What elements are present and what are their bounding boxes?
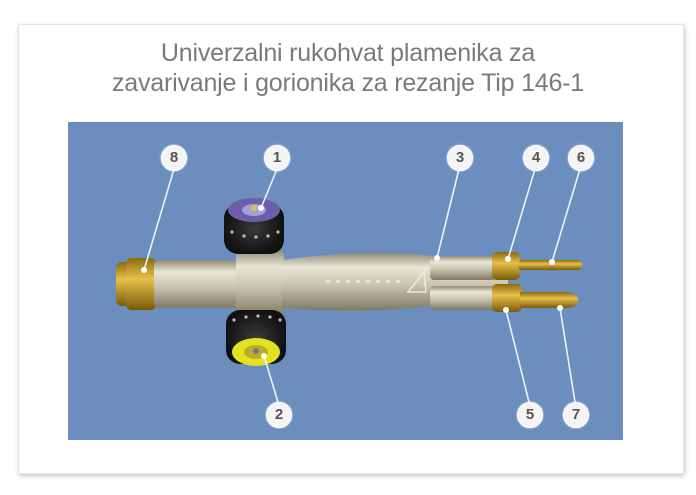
callout-5: 5: [517, 402, 543, 428]
figure-title: Univerzalni rukohvat plamenika za zavari…: [0, 38, 696, 98]
top-valve-knob: [224, 198, 284, 254]
torch-diagram: 8 1 3 4 6 2 5 7: [68, 122, 623, 440]
callout-8: 8: [161, 145, 187, 171]
callout-2: 2: [266, 402, 292, 428]
title-line-1: Univerzalni rukohvat plamenika za: [160, 39, 536, 67]
rear-nut: [116, 258, 156, 310]
title-line-2: zavarivanje i gorionika za rezanje Tip 1…: [111, 69, 585, 97]
callout-3: 3: [447, 145, 473, 171]
torch-illustration: [116, 168, 582, 403]
bottom-valve-knob: [226, 310, 286, 366]
callout-4: 4: [523, 145, 549, 171]
callout-1: 1: [264, 145, 290, 171]
callout-6: 6: [568, 145, 594, 171]
callout-7: 7: [563, 402, 589, 428]
